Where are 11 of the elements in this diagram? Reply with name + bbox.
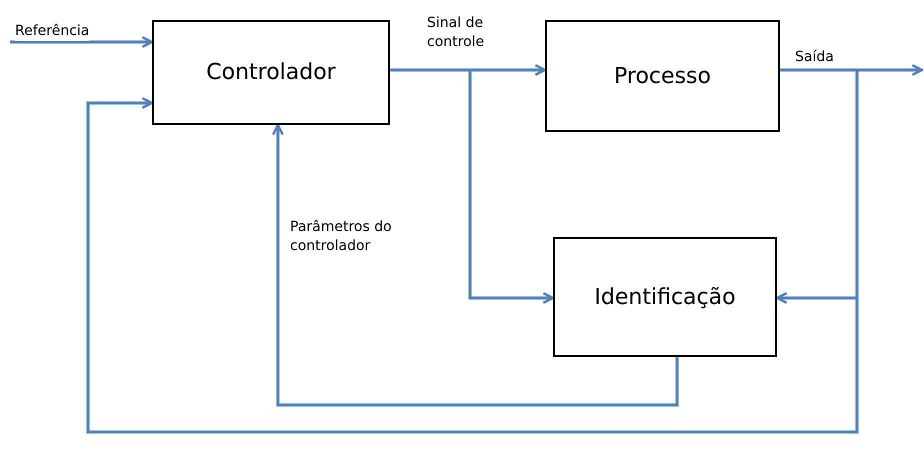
process-box — [545, 20, 780, 132]
box-label: Identificação — [594, 284, 736, 310]
process-box — [152, 20, 390, 125]
arrow — [86, 68, 858, 434]
box-label: Controlador — [206, 60, 336, 85]
edge-label: Referência — [15, 22, 90, 41]
arrow — [10, 36, 154, 48]
arrow — [272, 124, 679, 406]
box-label: Processo — [614, 64, 711, 88]
arrow — [390, 68, 554, 304]
process-box — [553, 237, 777, 357]
